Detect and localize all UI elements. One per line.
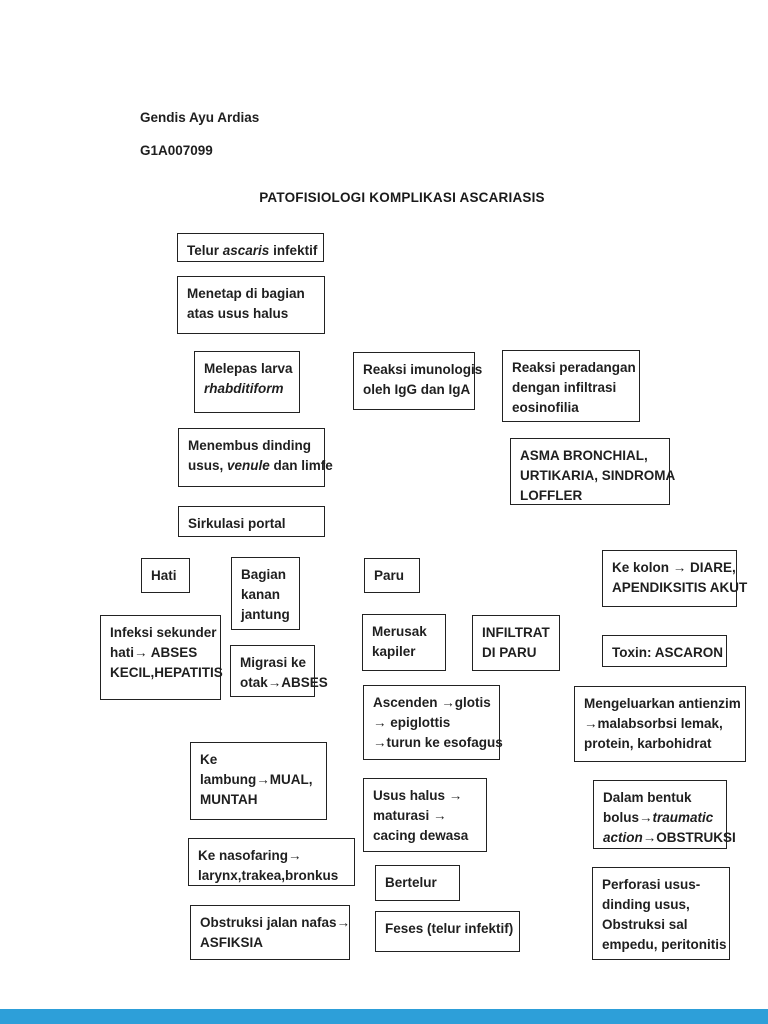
- box-ke-nasofaring: Ke nasofaring→larynx,trakea,bronkus: [188, 838, 355, 886]
- box-obstruksi-jalan-nafas: Obstruksi jalan nafas→ASFIKSIA: [190, 905, 350, 960]
- page-title: PATOFISIOLOGI KOMPLIKASI ASCARIASIS: [259, 190, 545, 205]
- box-feses-telur-infektif: Feses (telur infektif): [375, 911, 520, 952]
- box-usus-halus-maturasi: Usus halus →maturasi →cacing dewasa: [363, 778, 487, 852]
- box-perforasi-usus: Perforasi usus-dinding usus,Obstruksi sa…: [592, 867, 730, 960]
- box-ascenden-glotis: Ascenden →glotis→ epiglottis→turun ke es…: [363, 685, 503, 760]
- box-bertelur: Bertelur: [375, 865, 460, 901]
- box-telur-ascaris-infektif: Telur ascaris infektif: [177, 233, 324, 262]
- author-name: Gendis Ayu Ardias: [140, 110, 260, 125]
- box-toxin-ascaron: Toxin: ASCARON: [602, 635, 727, 667]
- bottom-bar: [0, 1009, 768, 1024]
- box-ke-kolon: Ke kolon → DIARE,APENDIKSITIS AKUT: [602, 550, 747, 607]
- student-id: G1A007099: [140, 143, 213, 158]
- box-sirkulasi-portal: Sirkulasi portal: [178, 506, 325, 537]
- box-hati: Hati: [141, 558, 190, 593]
- box-paru: Paru: [364, 558, 420, 593]
- box-mengeluarkan-antienzim: Mengeluarkan antienzim→malabsorbsi lemak…: [574, 686, 746, 762]
